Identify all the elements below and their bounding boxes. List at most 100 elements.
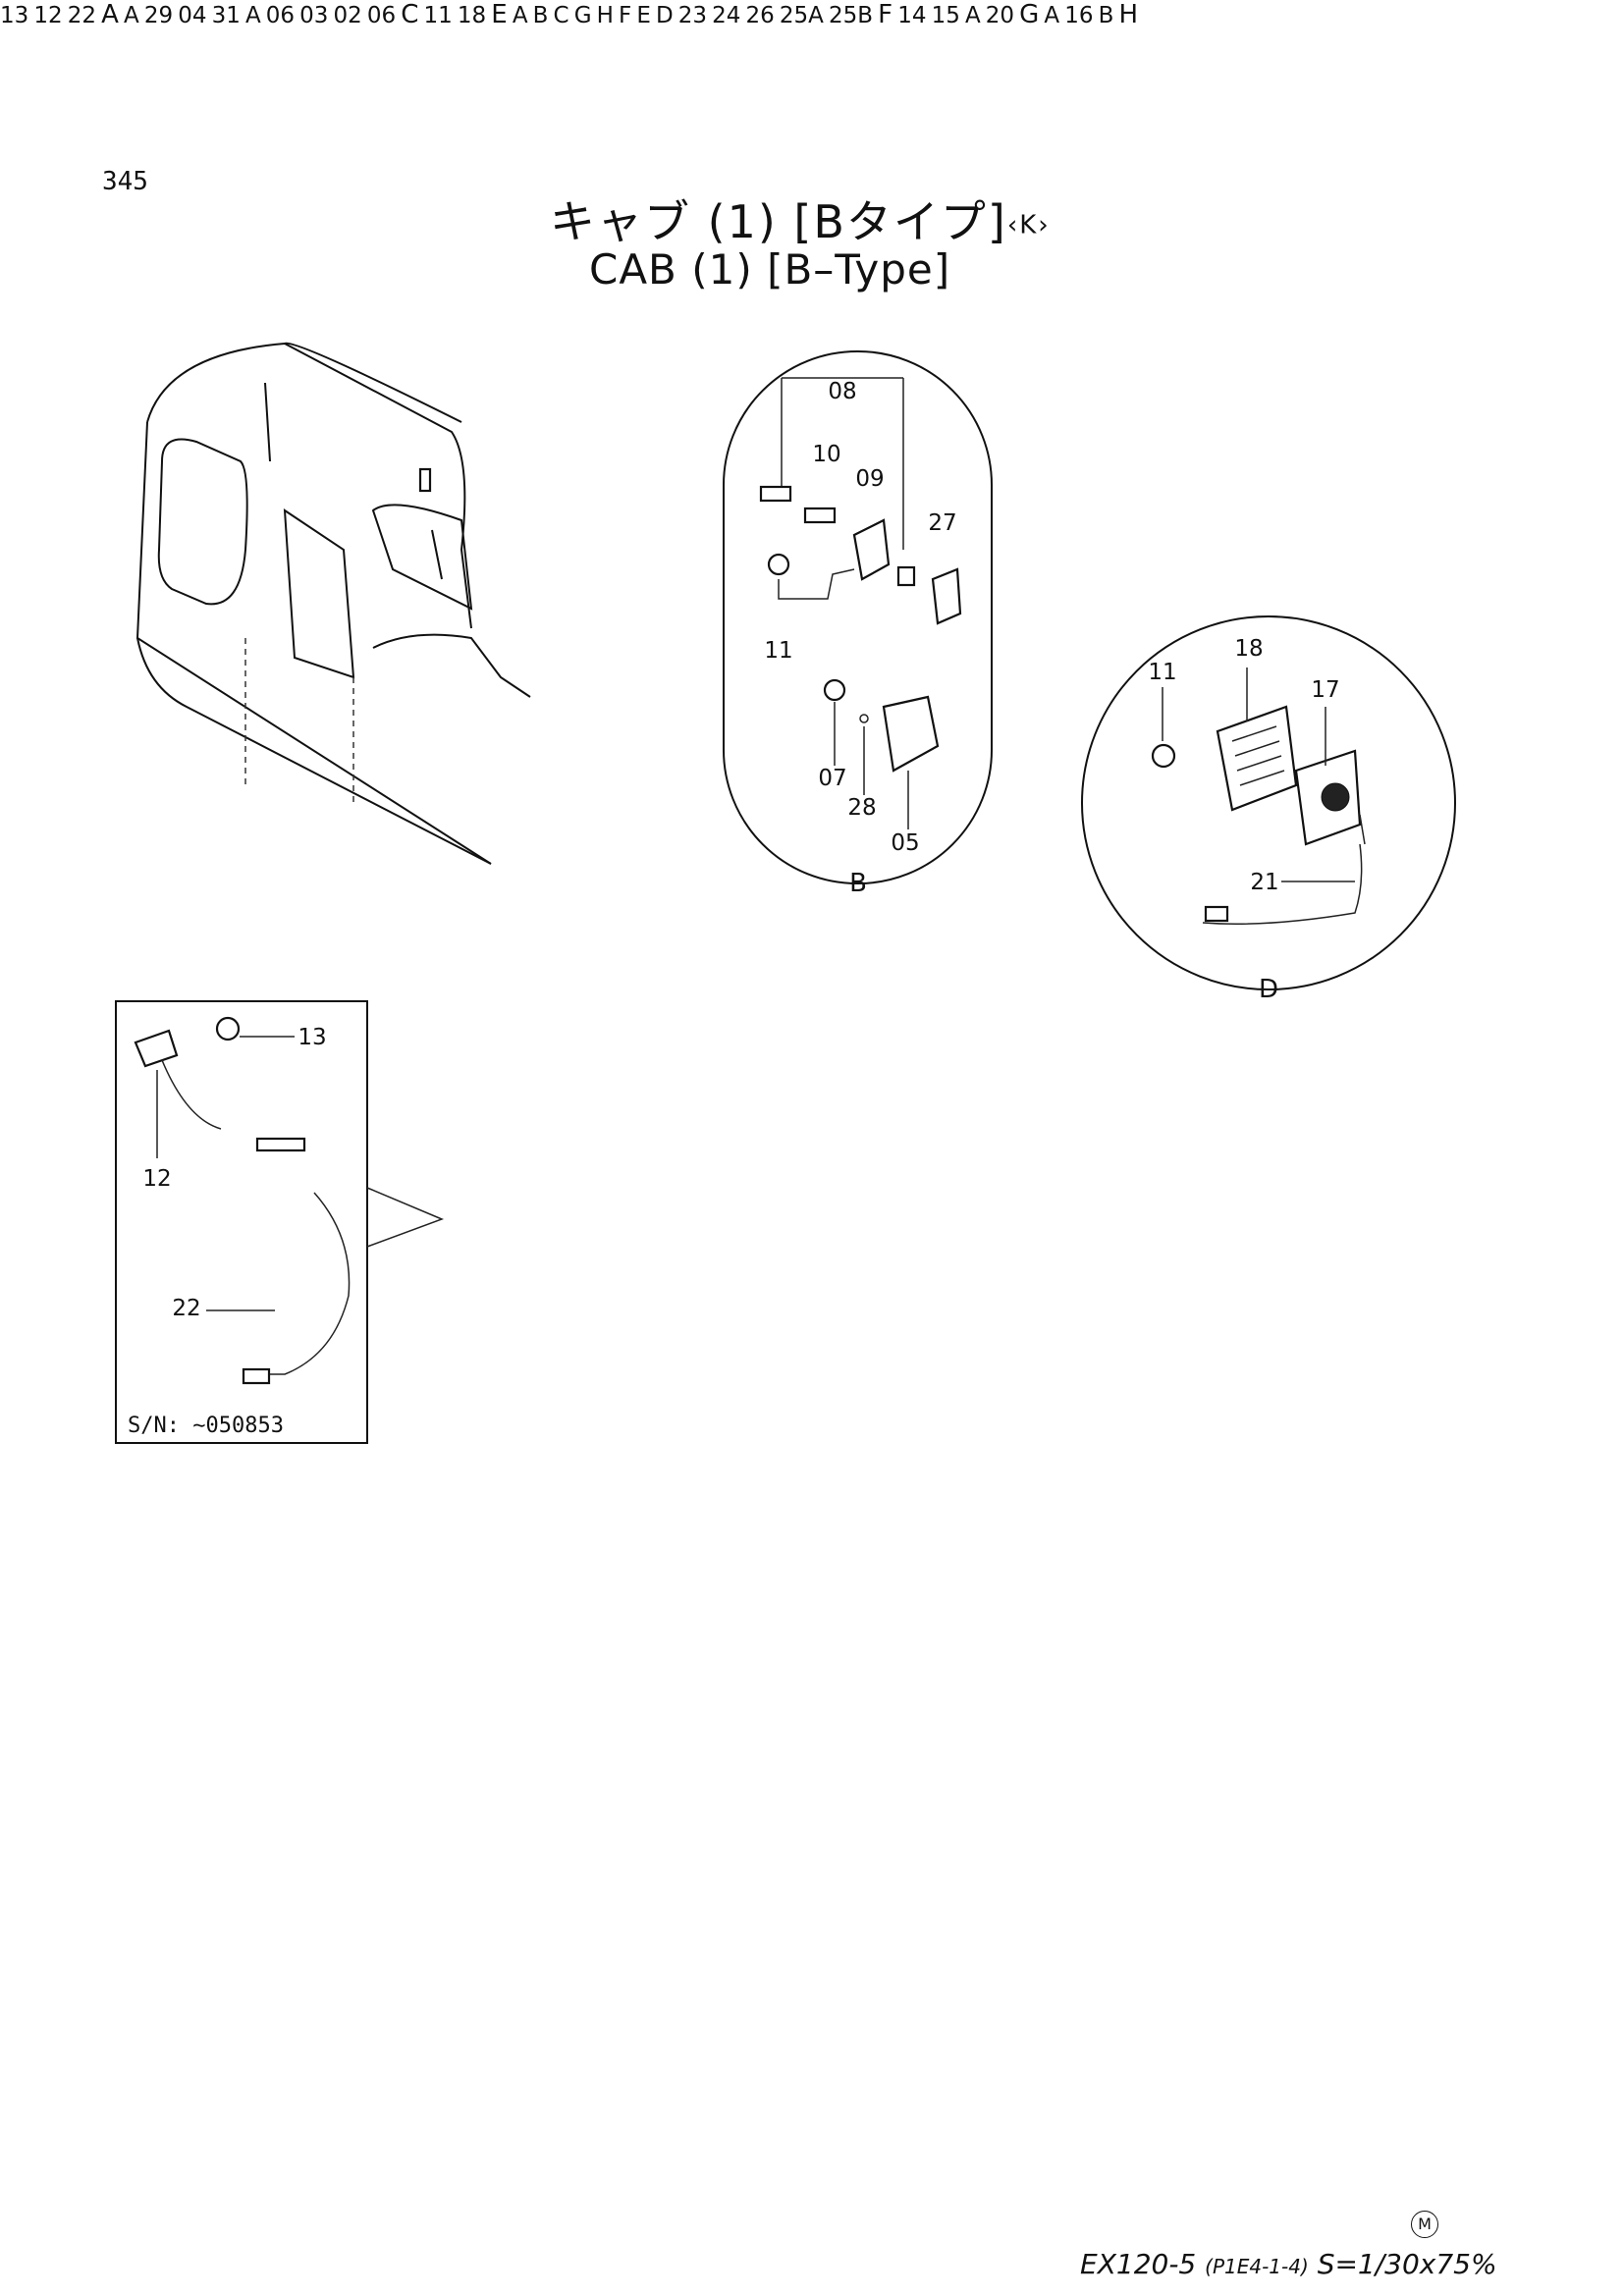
part-07: 07 <box>818 766 846 791</box>
detail-g-group: 14 15 A 20 G <box>897 0 1044 29</box>
nut-icon: C <box>401 0 423 29</box>
part-25a: 25A <box>779 3 824 28</box>
part-21: 21 <box>1250 870 1278 895</box>
lever-bracket-icon: F <box>878 0 897 29</box>
title-english: CAB (1) [B–Type] <box>589 245 951 294</box>
callout-g: G H F E D 23 24 <box>574 3 746 28</box>
part-25b: 25B <box>829 3 874 28</box>
plate-icon <box>852 518 891 581</box>
part-06-a: 06 <box>265 3 296 28</box>
serial-box <box>115 1000 368 1444</box>
screw-icon: G <box>1019 0 1044 29</box>
part-14: 14 <box>897 3 927 28</box>
wiper-arm-icon: C <box>401 0 423 29</box>
part-12-box: 12 <box>142 1166 171 1192</box>
callout-d-label: D <box>655 3 674 28</box>
ref-a-2: A <box>244 3 261 28</box>
detail-b-oval <box>723 350 993 884</box>
detail-a-label: A <box>101 0 119 29</box>
detail-d-label: D <box>1259 975 1278 1004</box>
part-04: 04 <box>178 3 207 28</box>
callout-a: A B C G H F E D 23 24 <box>513 3 746 28</box>
callout-e: E D 23 24 <box>636 3 746 28</box>
bolt-icon: C <box>401 0 423 29</box>
pin-icon <box>803 507 837 524</box>
plug-icon <box>255 1137 306 1152</box>
terminal-icon <box>242 1367 271 1385</box>
detail-h-oval: A 16 B H <box>1044 0 1139 29</box>
shaft-icon: C <box>401 0 423 29</box>
lever-handle-icon: F <box>878 0 897 29</box>
ref-a-h: A <box>1044 3 1060 28</box>
part-02: 02 <box>333 3 362 28</box>
part-26: 26 <box>745 3 775 28</box>
detail-c-oval: A 29 04 31 A 06 03 02 06 C <box>124 0 424 29</box>
bolt-icon <box>767 553 790 576</box>
detail-e-group: 11 18 E <box>424 0 513 29</box>
callout-f-label: F <box>619 3 632 28</box>
part-08: 08 <box>828 379 856 404</box>
part-12-a: 12 <box>33 3 63 28</box>
terminal-icon: G <box>1019 0 1044 29</box>
part-03: 03 <box>299 3 329 28</box>
part-05: 05 <box>891 830 919 856</box>
ref-a-g: A <box>964 3 981 28</box>
screw-icon <box>823 678 846 702</box>
screw-icon <box>759 485 792 503</box>
part-22-a: 22 <box>67 3 97 28</box>
detail-g-oval: 14 15 A 20 G <box>897 0 1044 29</box>
screw-icon: H <box>1119 0 1139 29</box>
part-18-e: 18 <box>457 3 487 28</box>
detail-h-group: A 16 B H <box>1044 0 1139 29</box>
speaker-grille-icon <box>1216 705 1298 812</box>
model-footer: EX120-5 (P1E4-1-4) S=1/30x75% <box>1080 2248 1497 2280</box>
cab-overview-handle <box>418 467 432 493</box>
page-code: (P1E4-1-4) <box>1205 2255 1309 2278</box>
part-22-box: 22 <box>172 1296 200 1321</box>
part-28: 28 <box>847 795 876 821</box>
connector-icon: A <box>101 0 124 29</box>
detail-b-group: 08 10 09 27 11 07 28 05 B <box>723 350 993 898</box>
callout-d: D 23 24 <box>656 3 746 28</box>
catch-icon <box>882 695 940 773</box>
part-20: 20 <box>985 3 1015 28</box>
part-16: 16 <box>1064 3 1094 28</box>
connector-icon <box>1204 905 1229 923</box>
detail-c-group: A 29 04 31 A 06 03 02 06 C <box>124 0 424 29</box>
detail-e-label: E <box>491 0 508 29</box>
screw-icon: A <box>101 0 124 29</box>
motor-icon: C <box>401 0 423 29</box>
part-09: 09 <box>855 466 884 492</box>
callout-h: H F E D 23 24 <box>597 3 746 28</box>
part-18-d: 18 <box>1234 636 1263 662</box>
screw-icon <box>1151 743 1176 769</box>
ref-b-h: B <box>1098 3 1114 28</box>
room-lamp-icon: G <box>1019 0 1044 29</box>
base-mount-icon: H <box>1119 0 1139 29</box>
part-13-a: 13 <box>0 3 29 28</box>
screw-icon <box>215 1016 241 1041</box>
part-15: 15 <box>931 3 960 28</box>
connector-icon: H <box>1119 0 1139 29</box>
motor-bracket-icon: C <box>401 0 423 29</box>
part-11-d: 11 <box>1148 660 1176 685</box>
detail-e-circle: 11 18 E <box>424 0 513 29</box>
serial-box-group: 13 12 22 <box>115 1000 445 1444</box>
part-17: 17 <box>1311 677 1339 703</box>
ref-a-1: A <box>124 3 139 28</box>
part-31: 31 <box>211 3 241 28</box>
detail-d-circle <box>1081 615 1456 990</box>
title-japanese: キャブ (1) [Bタイプ]‹K› <box>550 187 1051 251</box>
cab-callouts: A B C G H F E D 23 24 <box>513 3 746 28</box>
screw-icon: H <box>1119 0 1139 29</box>
sensor-icon: A <box>101 0 124 29</box>
connector-icon: C <box>401 0 423 29</box>
part-23: 23 <box>677 3 708 28</box>
detail-d-group: 11 18 17 21 D <box>1081 615 1456 1004</box>
part-10: 10 <box>812 442 840 467</box>
washer-icon <box>859 714 869 723</box>
detail-a-group: 13 12 22 A <box>0 0 124 29</box>
nut-icon <box>896 565 916 587</box>
grille-icon: E <box>491 0 513 29</box>
screw-icon: F <box>878 0 897 29</box>
